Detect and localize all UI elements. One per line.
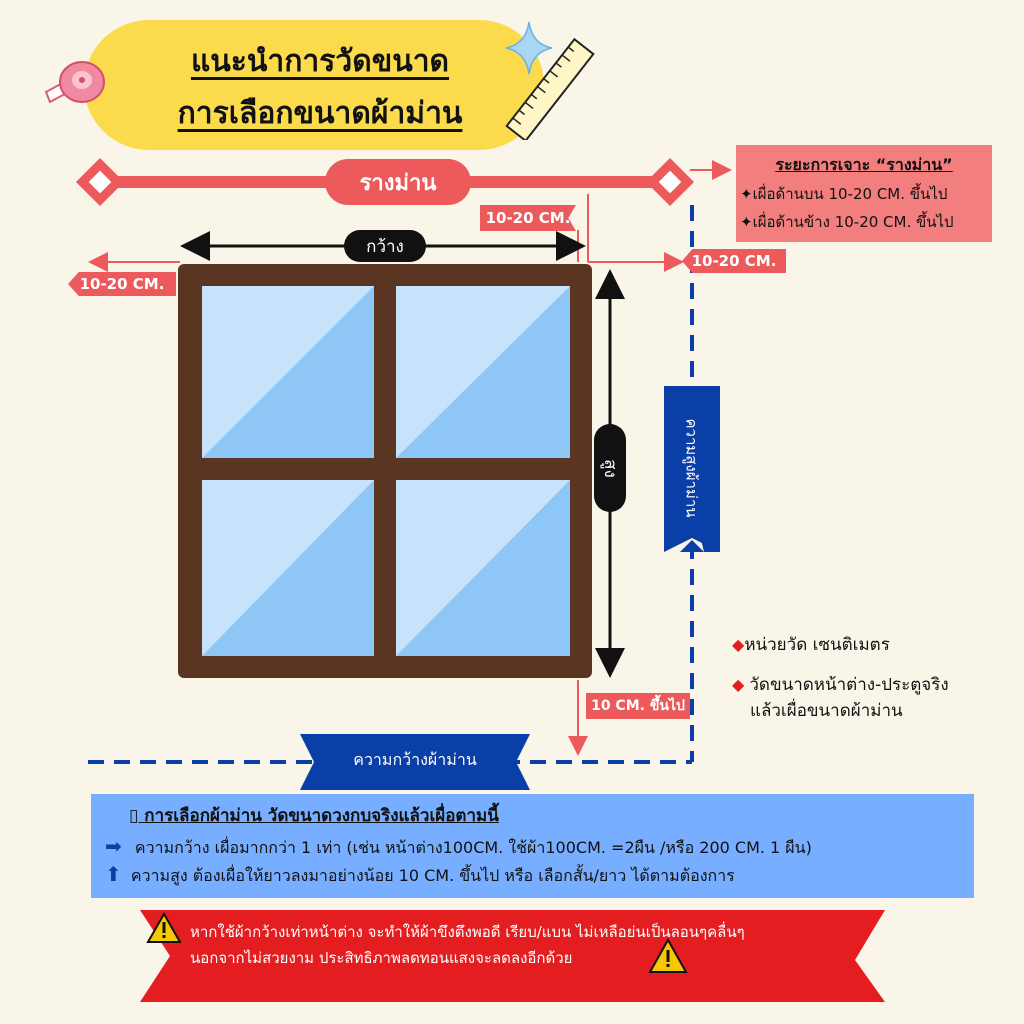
warning-banner bbox=[140, 910, 885, 1002]
offset-bottom-tag: 10 CM. ขึ้นไป bbox=[586, 693, 690, 719]
curtain-height-wrap: ความสูงผ้าม่าน bbox=[664, 398, 720, 538]
guide-box: ▯ การเลือกผ้าม่าน วัดขนาดวงกบจริงแล้วเผื… bbox=[91, 794, 974, 898]
sparkle-icon bbox=[505, 21, 553, 75]
warning-line-1: หากใช้ผ้ากว้างเท่าหน้าต่าง จะทำให้ผ้าขึง… bbox=[190, 923, 745, 941]
offset-left-tag: 10-20 CM. bbox=[68, 272, 176, 296]
guide-width-row: ➡ ความกว้าง เผื่อมากกว่า 1 เท่า (เช่น หน… bbox=[105, 834, 812, 858]
rail-info-row: ✦เผื่อด้านบน 10-20 CM. ขึ้นไป bbox=[740, 185, 948, 203]
rail-info-row: ✦เผื่อด้านข้าง 10-20 CM. ขึ้นไป bbox=[740, 213, 954, 231]
ruler-icon bbox=[505, 37, 595, 140]
height-label-wrap: สูง bbox=[594, 424, 626, 512]
sparkle-small-icon: ✦ bbox=[740, 213, 753, 231]
warning-icon bbox=[146, 912, 182, 943]
arrow-right-icon: ➡ bbox=[105, 834, 122, 858]
curtain-height-label: ความสูงผ้าม่าน bbox=[683, 418, 701, 518]
rail-label: รางม่าน bbox=[325, 159, 471, 205]
measurement-diagram bbox=[75, 157, 732, 790]
tape-measure-icon bbox=[44, 61, 105, 104]
arrow-up-icon: ⬆ bbox=[105, 862, 122, 886]
guide-height-row: ⬆ ความสูง ต้องเผื่อให้ยาวลงมาอย่างน้อย 1… bbox=[105, 862, 735, 886]
diamond-icon: ◆ bbox=[732, 635, 745, 654]
rail-info-heading: ระยะการเจาะ “รางม่าน” bbox=[775, 155, 953, 174]
title-line-1: แนะนำการวัดขนาด bbox=[190, 44, 450, 79]
note-item: ◆ วัดขนาดหน้าต่าง-ประตูจริงแล้วเผื่อขนาด… bbox=[732, 675, 949, 721]
sparkle-small-icon: ✦ bbox=[740, 185, 753, 203]
offset-side-tag: 10-20 CM. bbox=[682, 249, 786, 273]
note-item: ◆หน่วยวัด เซนติเมตร bbox=[732, 635, 890, 655]
curtain-width-label: ความกว้างผ้าม่าน bbox=[353, 750, 477, 769]
window bbox=[178, 264, 592, 678]
warning-line-2: นอกจากไม่สวยงาม ประสิทธิภาพลดทอนแสงจะลดล… bbox=[190, 949, 573, 967]
width-label: กว้าง bbox=[344, 230, 426, 262]
guide-heading: ▯ การเลือกผ้าม่าน วัดขนาดวงกบจริงแล้วเผื… bbox=[129, 806, 499, 826]
diamond-icon: ◆ bbox=[732, 675, 750, 694]
notes-list: ◆หน่วยวัด เซนติเมตร ◆ วัดขนาดหน้าต่าง-ปร… bbox=[732, 632, 1002, 738]
height-label: สูง bbox=[599, 458, 620, 478]
offset-top-tag: 10-20 CM. bbox=[480, 205, 576, 231]
title-banner bbox=[84, 20, 544, 150]
title-line-2: การเลือกขนาดผ้าม่าน bbox=[177, 96, 463, 131]
warning-icon bbox=[648, 938, 688, 973]
rail-info-box: ระยะการเจาะ “รางม่าน” ✦เผื่อด้านบน 10-20… bbox=[736, 145, 992, 242]
